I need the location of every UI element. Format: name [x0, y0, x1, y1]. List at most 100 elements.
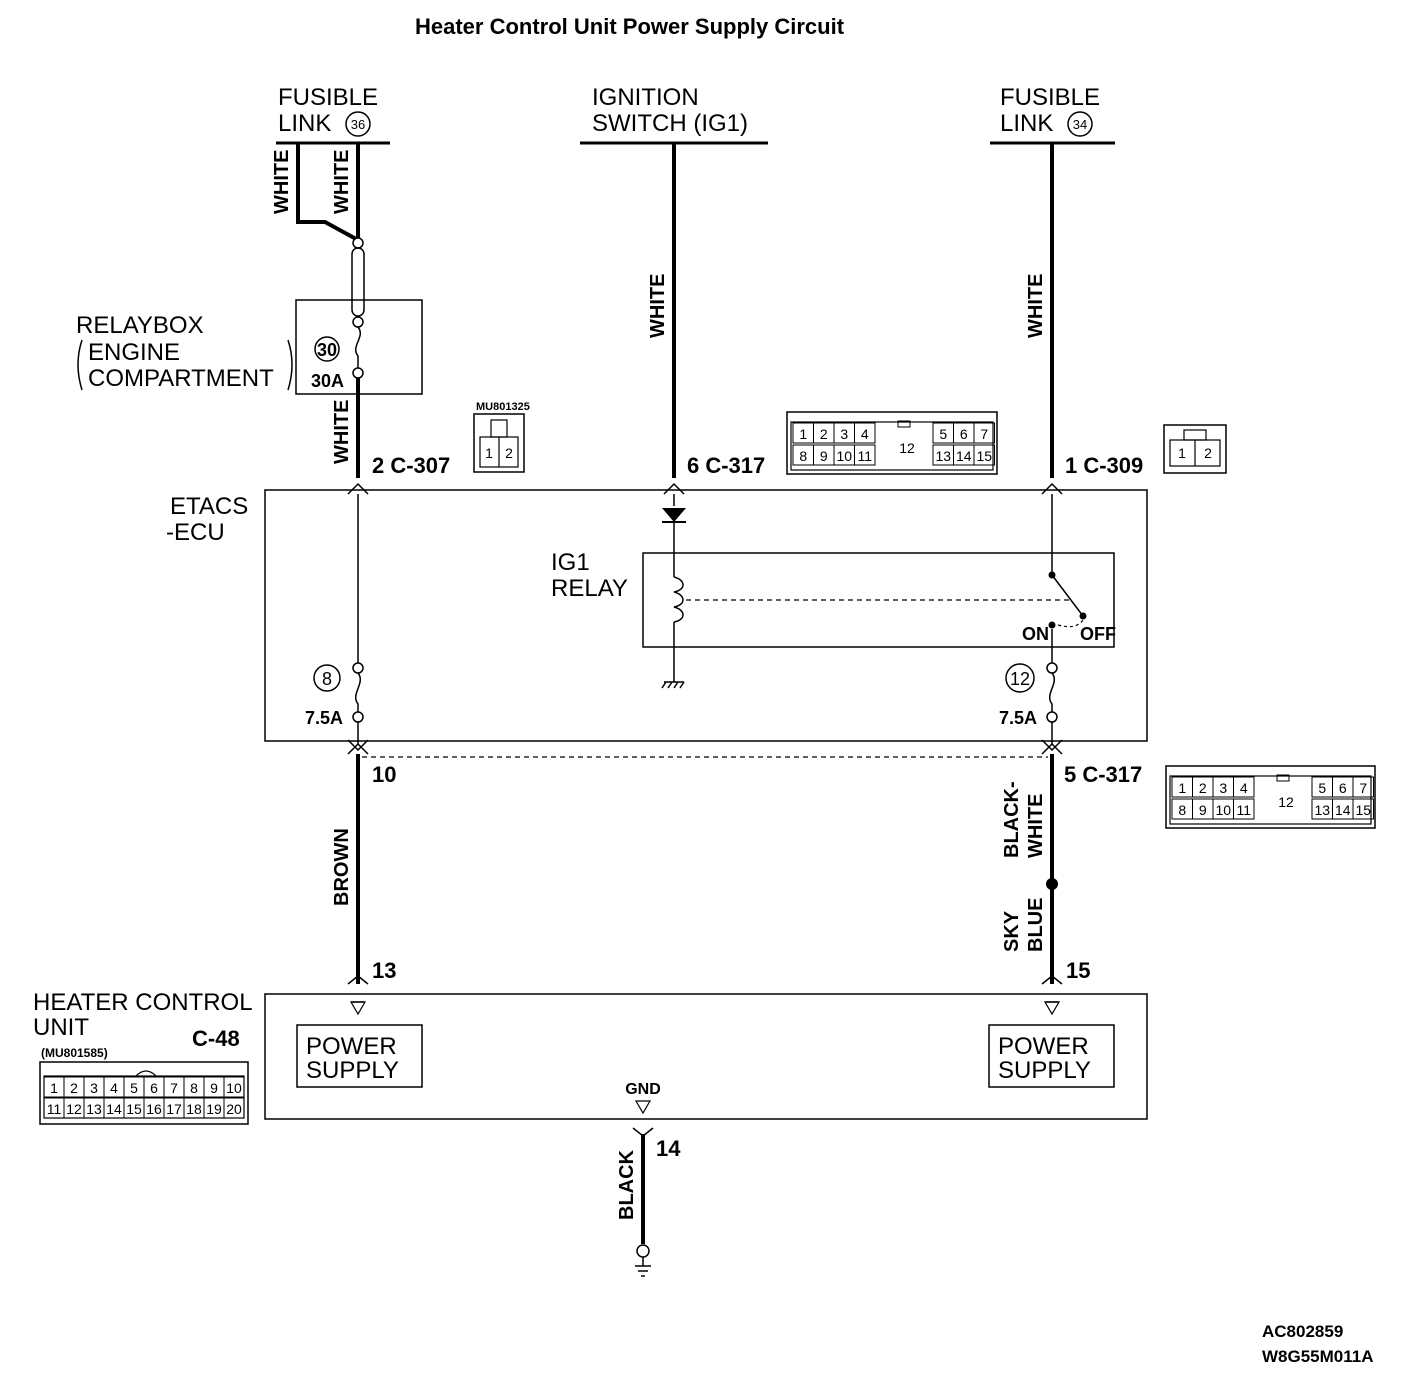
svg-text:ENGINE: ENGINE: [88, 339, 180, 366]
wire-label-white: WHITE: [1025, 274, 1047, 338]
connector-part-mu801585: (MU801585): [41, 1046, 108, 1060]
connector-pin-number: 1: [1178, 780, 1186, 796]
connector-pin-number: 7: [1359, 780, 1367, 796]
connector-pin-cell: [1352, 798, 1374, 820]
power-supply-label-right: POWER: [998, 1033, 1089, 1060]
svg-text:-ECU: -ECU: [166, 519, 225, 546]
wire-label-white: WHITE: [647, 274, 669, 338]
connector-pin-number: 14: [106, 1101, 122, 1117]
fuse-rating-8: 7.5A: [305, 708, 343, 728]
fusible-link-36: FUSIBLE LINK 36: [276, 84, 390, 145]
connector-pin-13: 13: [372, 958, 396, 983]
connector-pin-10: 10: [372, 762, 396, 787]
wire-label-black: BLACK: [616, 1149, 638, 1220]
wire-label-black-white: BLACK-: [1001, 781, 1023, 858]
ground-symbol: [635, 1244, 651, 1277]
connector-pin-number: 11: [1236, 802, 1251, 818]
connector-pin-number: 20: [226, 1101, 242, 1117]
connector-pin-number: 2: [820, 426, 828, 442]
svg-text:COMPARTMENT: COMPARTMENT: [88, 365, 274, 392]
power-supply-label-right: SUPPLY: [998, 1057, 1091, 1084]
connector-pin-cell: [1352, 776, 1374, 798]
connector-pin-cell: [973, 422, 995, 444]
connector-label-c317-bottom: 5 C-317: [1064, 762, 1142, 787]
connector-pin-number: 9: [210, 1080, 218, 1096]
connector-pin-cell: [854, 422, 876, 444]
connector-pin-number: 10: [1215, 802, 1231, 818]
connector-pin-cell: [1233, 798, 1255, 820]
svg-text:UNIT: UNIT: [33, 1014, 89, 1041]
wire-label-sky-blue: BLUE: [1025, 898, 1047, 952]
connector-pin-number: 15: [976, 448, 992, 464]
fuse-number-12: 12: [1010, 669, 1030, 689]
power-supply-label-left: POWER: [306, 1033, 397, 1060]
connector-pin-number: 13: [1314, 802, 1330, 818]
connector-pin-number: 3: [90, 1080, 98, 1096]
connector-pin-number: 11: [47, 1101, 62, 1117]
connector-pin-number: 8: [1178, 802, 1186, 818]
wire-label-black-white: WHITE: [1025, 794, 1047, 858]
svg-text:2: 2: [1204, 445, 1212, 461]
diagram-title: Heater Control Unit Power Supply Circuit: [415, 14, 845, 39]
svg-text:1: 1: [1178, 445, 1186, 461]
connector-pin-cell: [854, 444, 876, 466]
connector-part-mu801325: MU801325: [476, 401, 530, 413]
connector-pin-number: 10: [226, 1080, 242, 1096]
svg-text:FUSIBLE: FUSIBLE: [278, 84, 378, 111]
connector-pin-number: 8: [799, 448, 807, 464]
svg-text:IGNITION: IGNITION: [592, 84, 699, 111]
connector-pin-number: 17: [166, 1101, 182, 1117]
connector-pin-number: 12: [1278, 794, 1294, 810]
gnd-label: GND: [625, 1081, 661, 1098]
connector-pin-number: 7: [980, 426, 988, 442]
svg-text:1: 1: [485, 445, 493, 461]
svg-text:2: 2: [505, 445, 513, 461]
connector-pin-number: 2: [70, 1080, 78, 1096]
connector-pin-number: 9: [1199, 802, 1207, 818]
connector-pin-number: 15: [126, 1101, 142, 1117]
power-supply-label-left: SUPPLY: [306, 1057, 399, 1084]
connector-face-c309: 1 2: [1163, 424, 1227, 474]
connector-pin-number: 1: [799, 426, 807, 442]
connector-pin-number: 1: [50, 1080, 58, 1096]
connector-pin-number: 5: [1318, 780, 1326, 796]
connector-pin-number: 6: [150, 1080, 158, 1096]
connector-pin-number: 4: [1240, 780, 1248, 796]
svg-text:RELAYBOX: RELAYBOX: [76, 312, 204, 339]
etacs-ecu: ETACS -ECU 8 7.5A: [166, 482, 1148, 755]
ig1-relay-label: IG1: [551, 549, 590, 576]
connector-pin-number: 13: [935, 448, 951, 464]
switch-on-label: ON: [1022, 624, 1049, 644]
connector-pin-number: 9: [820, 448, 828, 464]
svg-text:FUSIBLE: FUSIBLE: [1000, 84, 1100, 111]
ig1-relay-label: RELAY: [551, 575, 628, 602]
svg-text:HEATER CONTROL: HEATER CONTROL: [33, 989, 253, 1016]
connector-pin-number: 3: [1219, 780, 1227, 796]
connector-pin-number: 5: [130, 1080, 138, 1096]
connector-pin-number: 5: [939, 426, 947, 442]
wire-label-white: WHITE: [331, 400, 353, 464]
connector-label-c317-top: 6 C-317: [687, 453, 765, 478]
connector-pin-15: 15: [1066, 958, 1090, 983]
svg-text:SWITCH (IG1): SWITCH (IG1): [592, 110, 748, 137]
relaybox-engine-compartment: RELAYBOX ENGINE COMPARTMENT 30 30A: [76, 299, 423, 395]
fuse-number-30: 30: [317, 340, 337, 360]
fuse-rating-30a: 30A: [311, 371, 344, 391]
fuse-rating-12: 7.5A: [999, 708, 1037, 728]
connector-pin-number: 2: [1199, 780, 1207, 796]
connector-pin-number: 4: [861, 426, 869, 442]
connector-pin-number: 6: [1339, 780, 1347, 796]
connector-face-c307: 1 2: [473, 413, 525, 473]
connector-label-c309: 1 C-309: [1065, 453, 1143, 478]
svg-text:ETACS: ETACS: [170, 493, 248, 520]
connector-pin-number: 19: [206, 1101, 222, 1117]
connector-pin-number: 8: [190, 1080, 198, 1096]
connector-label-c307: 2 C-307: [372, 453, 450, 478]
connector-pin-number: 13: [86, 1101, 102, 1117]
svg-text:36: 36: [351, 117, 365, 132]
wire-label-white: WHITE: [331, 150, 353, 214]
